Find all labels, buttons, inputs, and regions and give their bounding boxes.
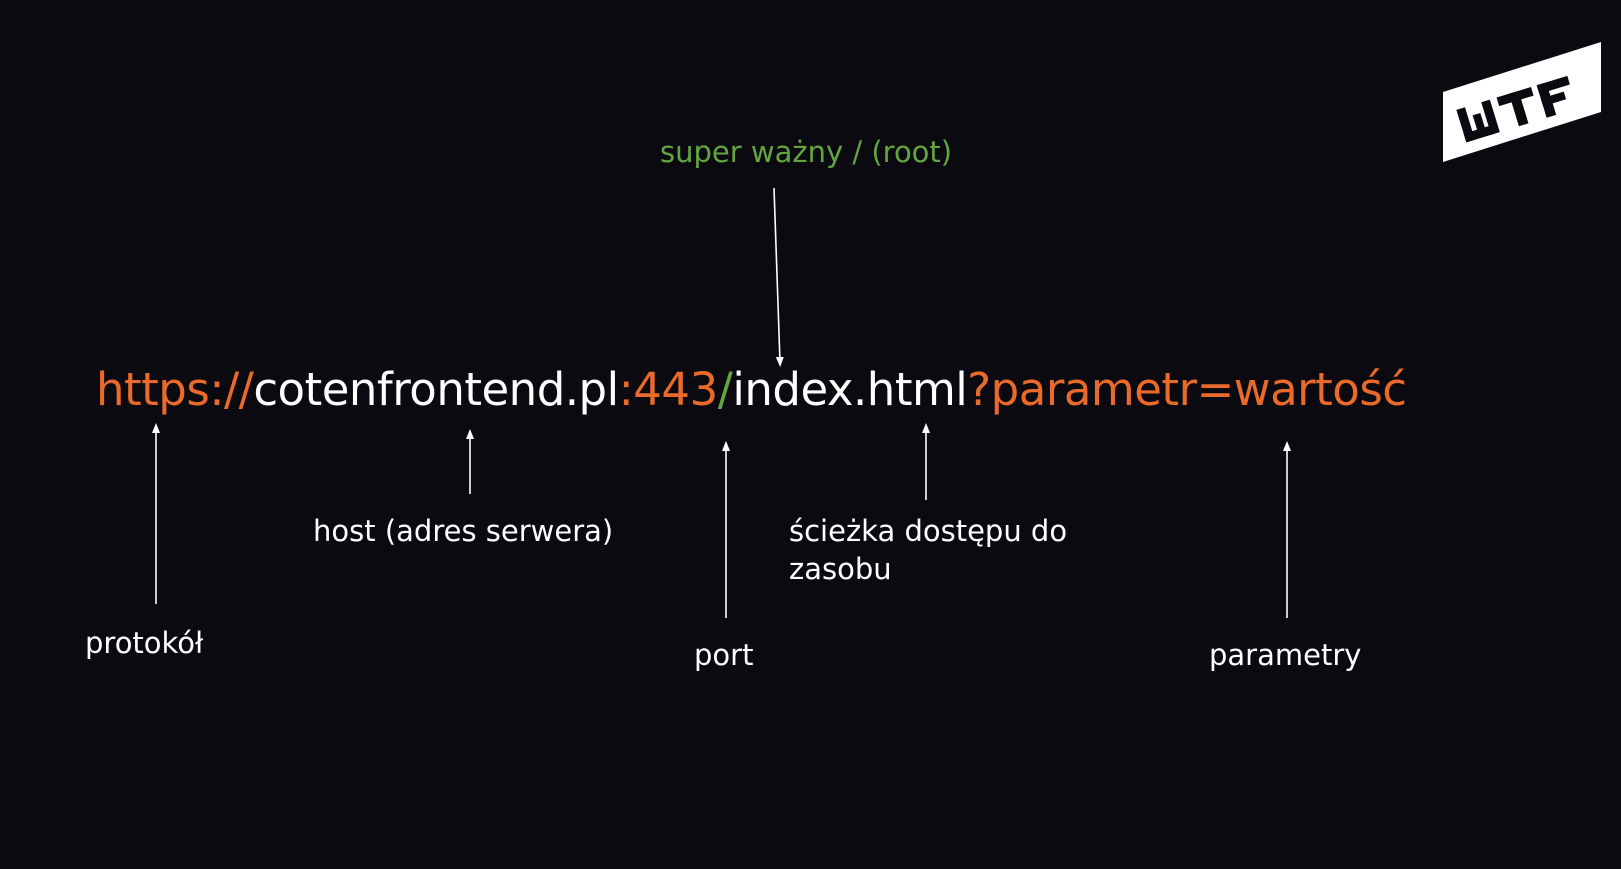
label-params: parametry [1209, 638, 1362, 672]
url-example: https://cotenfrontend.pl:443/index.html?… [96, 360, 1407, 420]
url-path: index.html [732, 363, 968, 416]
label-root: super ważny / (root) [660, 135, 953, 169]
url-params: ?parametr=wartość [967, 363, 1407, 416]
url-root: / [717, 363, 733, 416]
arrow-root [773, 187, 784, 367]
wtf-logo [1443, 42, 1601, 162]
url-host: cotenfrontend.pl [253, 363, 619, 416]
label-path: ścieżka dostępu do zasobu [789, 514, 1068, 586]
url-protocol: https:// [96, 363, 254, 416]
url-port: :443 [618, 363, 719, 416]
label-host: host (adres serwera) [313, 514, 614, 548]
label-port: port [694, 638, 754, 672]
label-protocol: protokół [85, 626, 204, 660]
